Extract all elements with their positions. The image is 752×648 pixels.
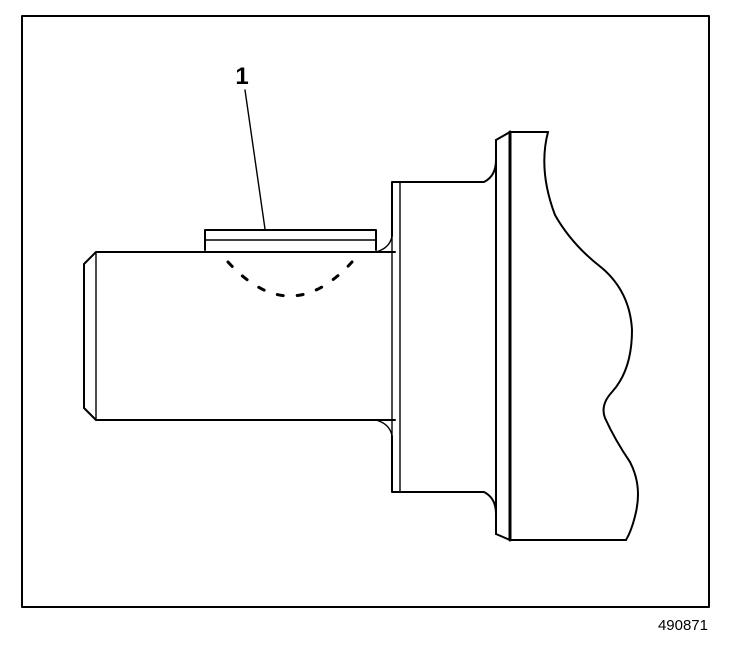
figure-number: 490871 <box>658 617 708 634</box>
flange-lobe-profile <box>543 131 639 541</box>
callout-1-leader <box>244 89 266 230</box>
figure-frame <box>21 15 710 608</box>
key-hidden-arc <box>226 260 354 298</box>
key <box>204 229 377 298</box>
callout-1-label: 1 <box>235 63 248 90</box>
shaft <box>83 235 396 437</box>
flange <box>495 130 639 542</box>
hub <box>391 139 497 535</box>
